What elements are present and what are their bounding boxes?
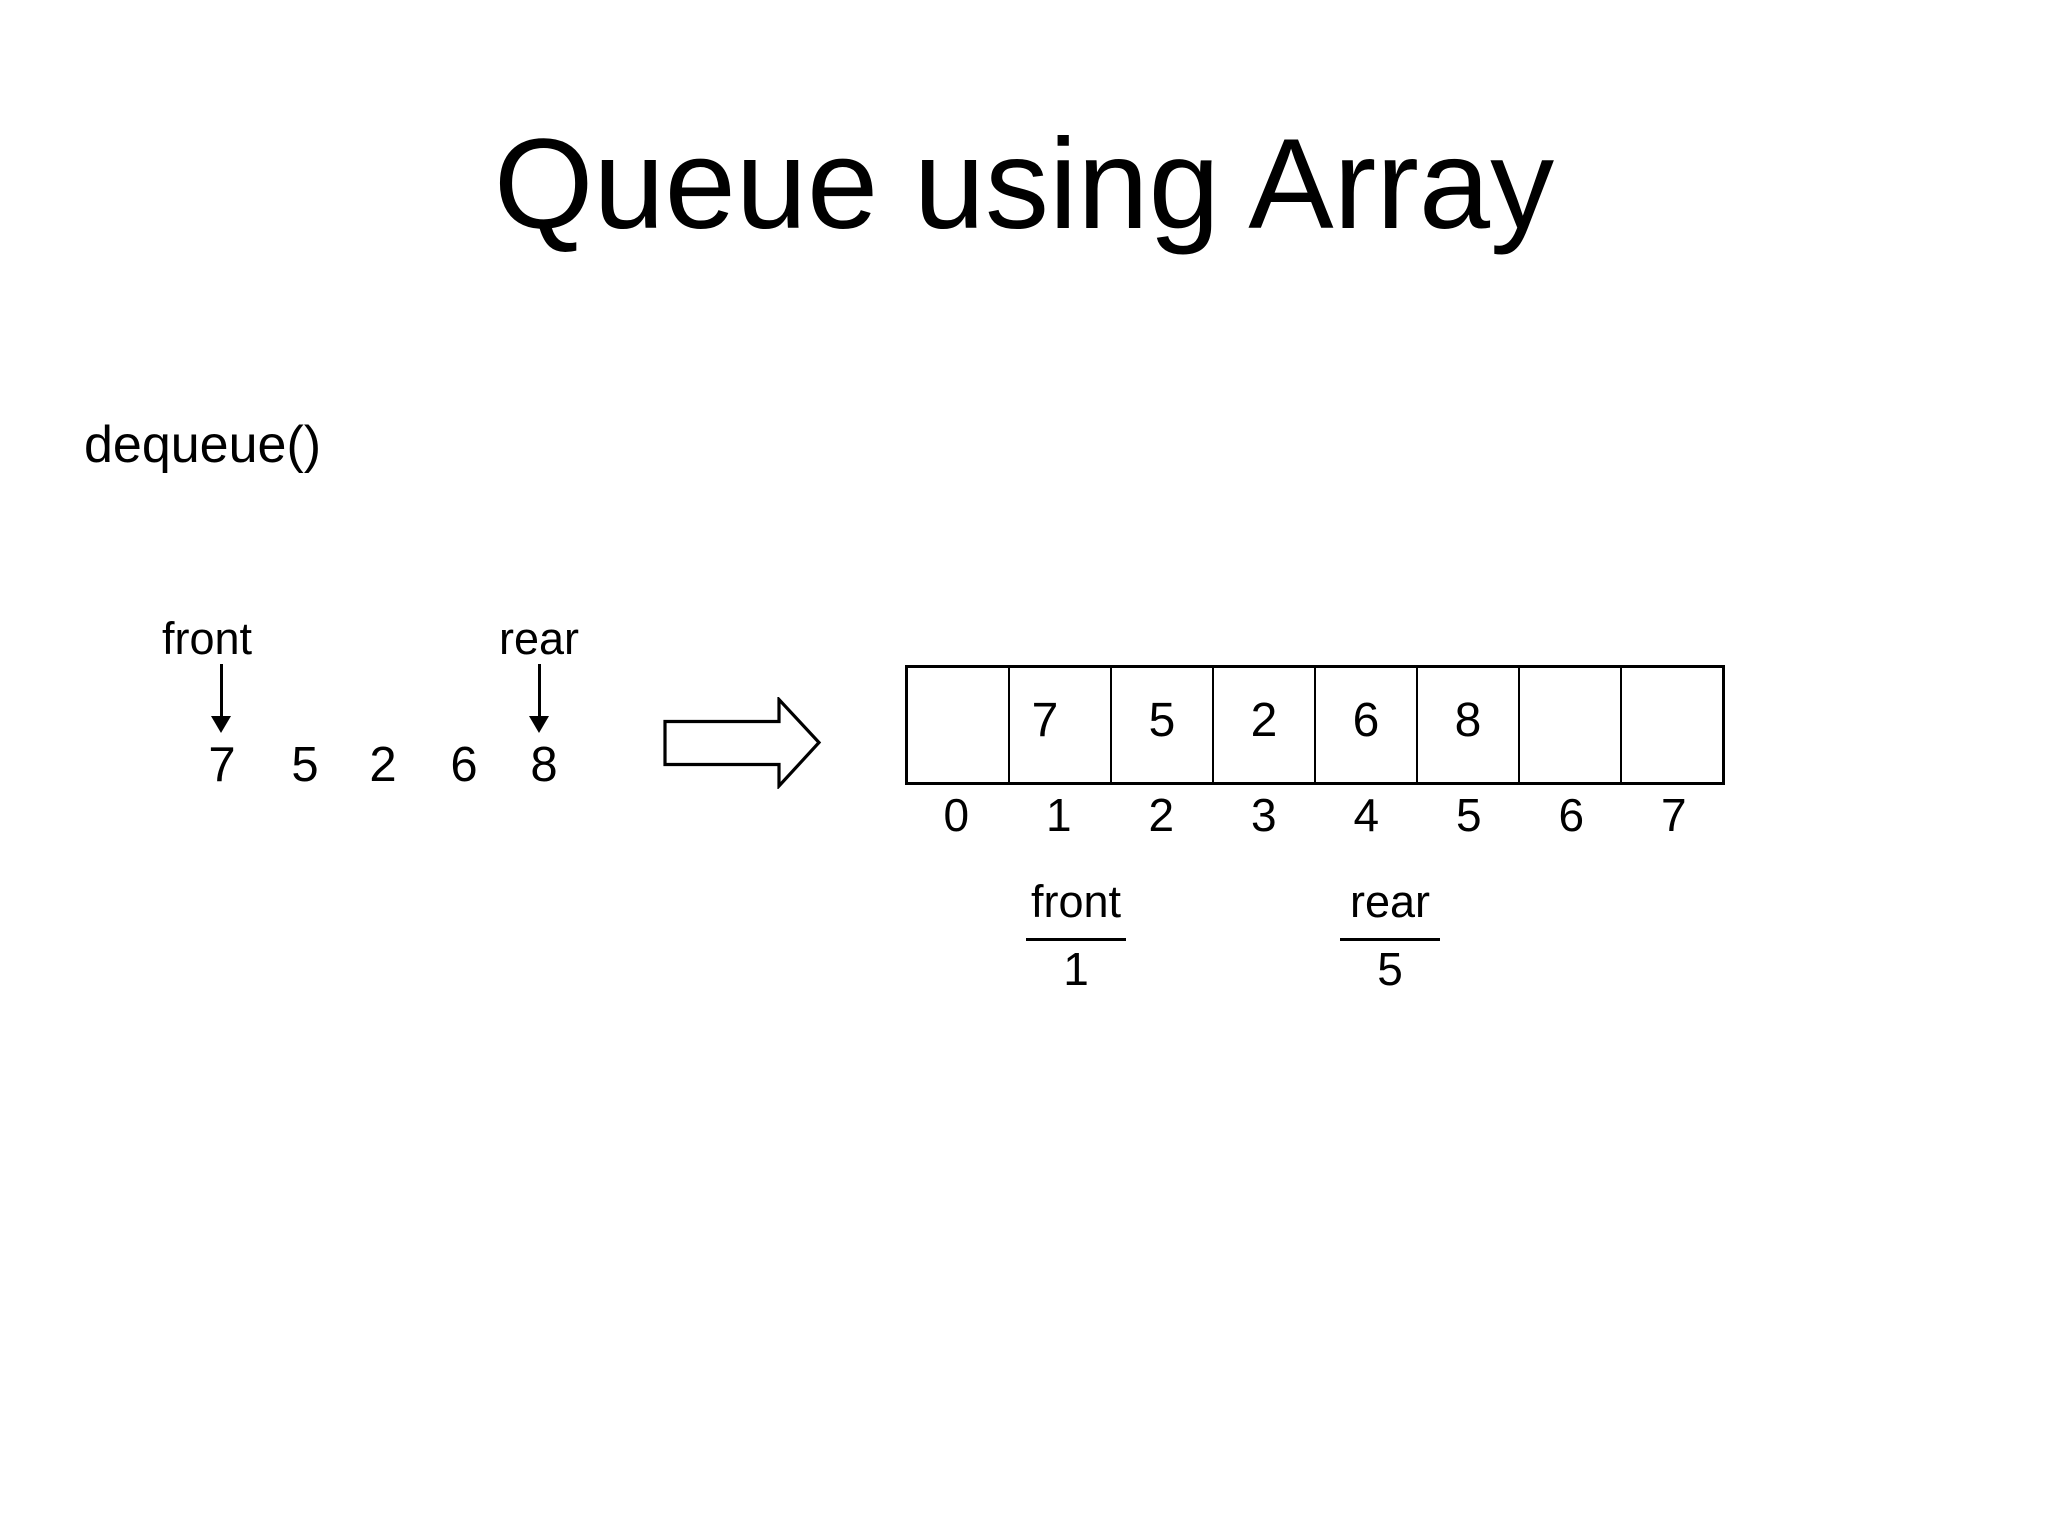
queue-value: 8 xyxy=(530,738,558,792)
rear-pointer-divider xyxy=(1340,938,1440,941)
array-cell: 6 xyxy=(1316,668,1418,782)
queue-value: 5 xyxy=(291,738,319,792)
transform-arrow-icon xyxy=(663,697,822,789)
front-pointer-label: front xyxy=(1030,876,1122,927)
array-index-label: 6 xyxy=(1558,789,1585,841)
arrow-head xyxy=(211,716,231,733)
array-cell-value: 2 xyxy=(1250,694,1278,747)
arrow-head xyxy=(529,716,549,733)
array-index-label: 0 xyxy=(943,789,970,841)
array-cell-value: 6 xyxy=(1352,694,1380,747)
array-index-label: 7 xyxy=(1660,789,1687,841)
array-cell: 5 xyxy=(1112,668,1214,782)
array-cell-value: 7 xyxy=(1031,694,1059,747)
array-cell: 2 xyxy=(1214,668,1316,782)
queue-value: 6 xyxy=(450,738,478,792)
array-index-label: 3 xyxy=(1250,789,1277,841)
array-cell: 8 xyxy=(1418,668,1520,782)
array-table: 7 5 2 6 8 xyxy=(905,665,1725,785)
array-index-row: 0 1 2 3 4 5 6 7 xyxy=(905,792,1725,838)
arrow-stem xyxy=(537,664,541,716)
front-pointer-divider xyxy=(1026,938,1126,941)
array-cell xyxy=(1622,668,1722,782)
array-cell: 7 xyxy=(1010,668,1112,782)
array-cell-value: 5 xyxy=(1148,694,1176,747)
array-index-label: 1 xyxy=(1045,789,1072,841)
array-cell-value: 8 xyxy=(1454,694,1482,747)
queue-value: 2 xyxy=(369,738,397,792)
rear-pointer-value: 5 xyxy=(1377,943,1403,995)
arrow-stem xyxy=(219,664,223,716)
queue-value: 7 xyxy=(208,738,236,792)
queue-rear-label: rear xyxy=(498,613,580,664)
front-pointer-value: 1 xyxy=(1063,943,1089,995)
rear-pointer-arrow-icon xyxy=(529,664,549,733)
array-index-label: 2 xyxy=(1148,789,1175,841)
array-index-label: 4 xyxy=(1353,789,1380,841)
array-cell xyxy=(1520,668,1622,782)
operation-label: dequeue() xyxy=(84,416,322,474)
front-pointer-arrow-icon xyxy=(211,664,231,733)
front-pointer-indicator: front 1 xyxy=(1026,879,1126,992)
page-title: Queue using Array xyxy=(493,113,1555,256)
array-index-label: 5 xyxy=(1455,789,1482,841)
rear-pointer-label: rear xyxy=(1349,876,1431,927)
queue-front-label: front xyxy=(161,613,253,664)
array-cell xyxy=(908,668,1010,782)
rear-pointer-indicator: rear 5 xyxy=(1340,879,1440,992)
